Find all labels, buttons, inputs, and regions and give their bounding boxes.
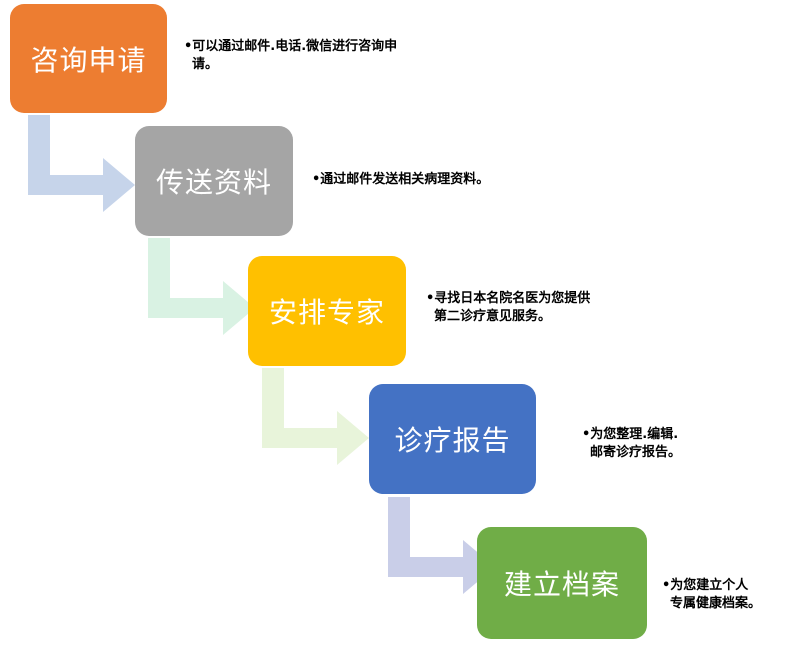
connector-arrow-4 — [388, 497, 495, 594]
step-note-1: •可以通过邮件.电话.微信进行咨询申 请。 — [184, 38, 397, 74]
step-label: 传送资料 — [155, 166, 272, 199]
note-line: •寻找日本名院名医为您提供 — [426, 291, 591, 306]
step-note-2: •通过邮件发送相关病理资料。 — [312, 171, 489, 189]
step-note-3: •寻找日本名院名医为您提供 第二诊疗意见服务。 — [426, 290, 590, 326]
note-line: 请。 — [192, 57, 219, 72]
note-line: •通过邮件发送相关病理资料。 — [312, 172, 490, 187]
note-line: •为您整理.编辑. — [582, 427, 679, 442]
connector-arrow-3 — [262, 368, 369, 465]
connector-arrow-2 — [148, 238, 255, 335]
note-line: 专属健康档案。 — [670, 596, 762, 611]
step-note-5: •为您建立个人 专属健康档案。 — [662, 577, 761, 613]
note-line: •为您建立个人 — [662, 578, 749, 593]
note-line: 邮寄诊疗报告。 — [590, 445, 682, 460]
step-label: 咨询申请 — [30, 43, 147, 77]
step-label: 安排专家 — [268, 296, 385, 329]
step-create-file: 建立档案 — [477, 527, 647, 639]
step-note-4: •为您整理.编辑. 邮寄诊疗报告。 — [582, 426, 681, 462]
step-consult-request: 咨询申请 — [10, 4, 167, 113]
note-line: 第二诊疗意见服务。 — [434, 309, 552, 324]
connector-arrow-1 — [28, 115, 135, 212]
step-label: 建立档案 — [503, 568, 620, 601]
step-send-documents: 传送资料 — [135, 126, 293, 236]
step-diagnosis-report: 诊疗报告 — [369, 384, 536, 494]
note-line: •可以通过邮件.电话.微信进行咨询申 — [184, 39, 398, 54]
step-label: 诊疗报告 — [394, 424, 511, 457]
step-arrange-expert: 安排专家 — [248, 256, 406, 366]
